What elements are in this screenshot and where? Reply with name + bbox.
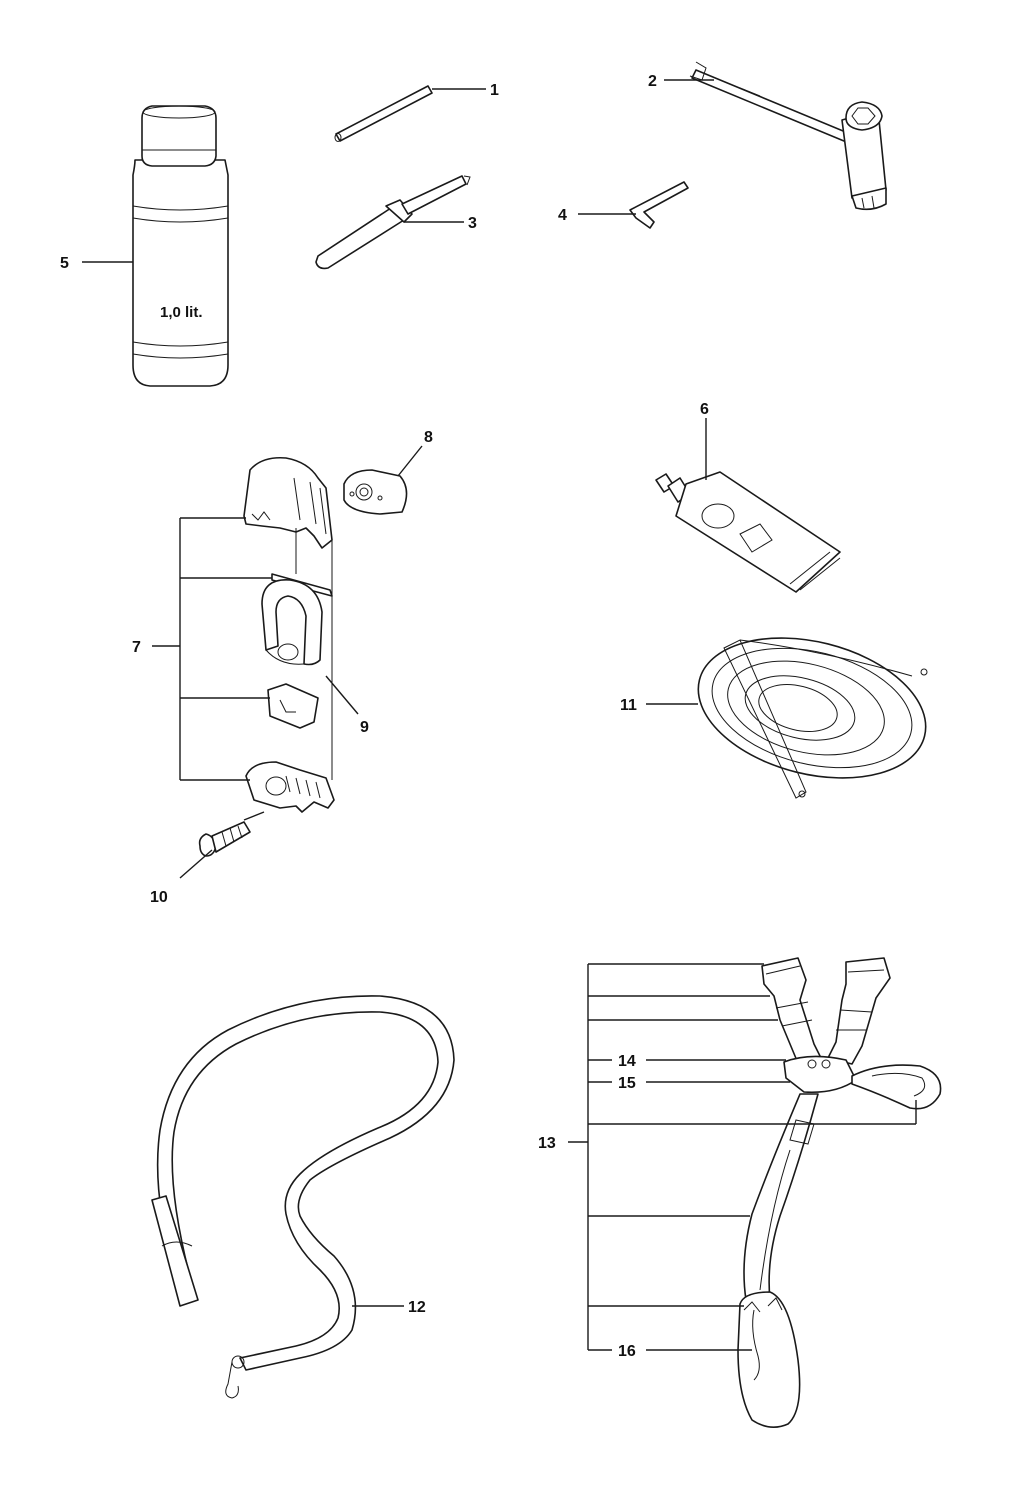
leader-lines <box>82 79 917 1351</box>
part-hex-key <box>629 181 689 229</box>
callout-5: 5 <box>60 255 69 272</box>
part-clamp-assembly <box>243 456 335 813</box>
callout-13: 13 <box>538 1135 556 1152</box>
part-screwdriver <box>315 175 471 270</box>
callout-1: 1 <box>490 82 499 99</box>
part-harness <box>737 957 942 1428</box>
callout-15: 15 <box>618 1075 636 1092</box>
part-knob <box>343 469 408 515</box>
callout-14: 14 <box>618 1053 636 1070</box>
part-screw <box>198 821 251 857</box>
callout-numbers: 1 2 3 4 5 6 7 8 9 10 11 12 13 14 15 16 <box>60 73 709 1360</box>
part-trimmer-line <box>697 637 928 799</box>
part-grease-tube <box>655 471 841 593</box>
part-oil-bottle: 1,0 lit. <box>132 105 229 387</box>
callout-4: 4 <box>558 207 567 224</box>
callout-12: 12 <box>408 1299 426 1316</box>
callout-7: 7 <box>132 639 141 656</box>
callout-16: 16 <box>618 1343 636 1360</box>
callout-6: 6 <box>700 401 709 418</box>
callout-8: 8 <box>424 429 433 446</box>
callout-2: 2 <box>648 73 657 90</box>
part-pin <box>334 85 433 142</box>
callout-10: 10 <box>150 889 168 906</box>
part-spark-plug-wrench <box>689 61 887 211</box>
bottle-volume-label: 1,0 lit. <box>160 304 203 321</box>
callout-9: 9 <box>360 719 369 736</box>
callout-3: 3 <box>468 215 477 232</box>
part-shoulder-strap <box>151 995 455 1399</box>
callout-11: 11 <box>620 697 637 714</box>
